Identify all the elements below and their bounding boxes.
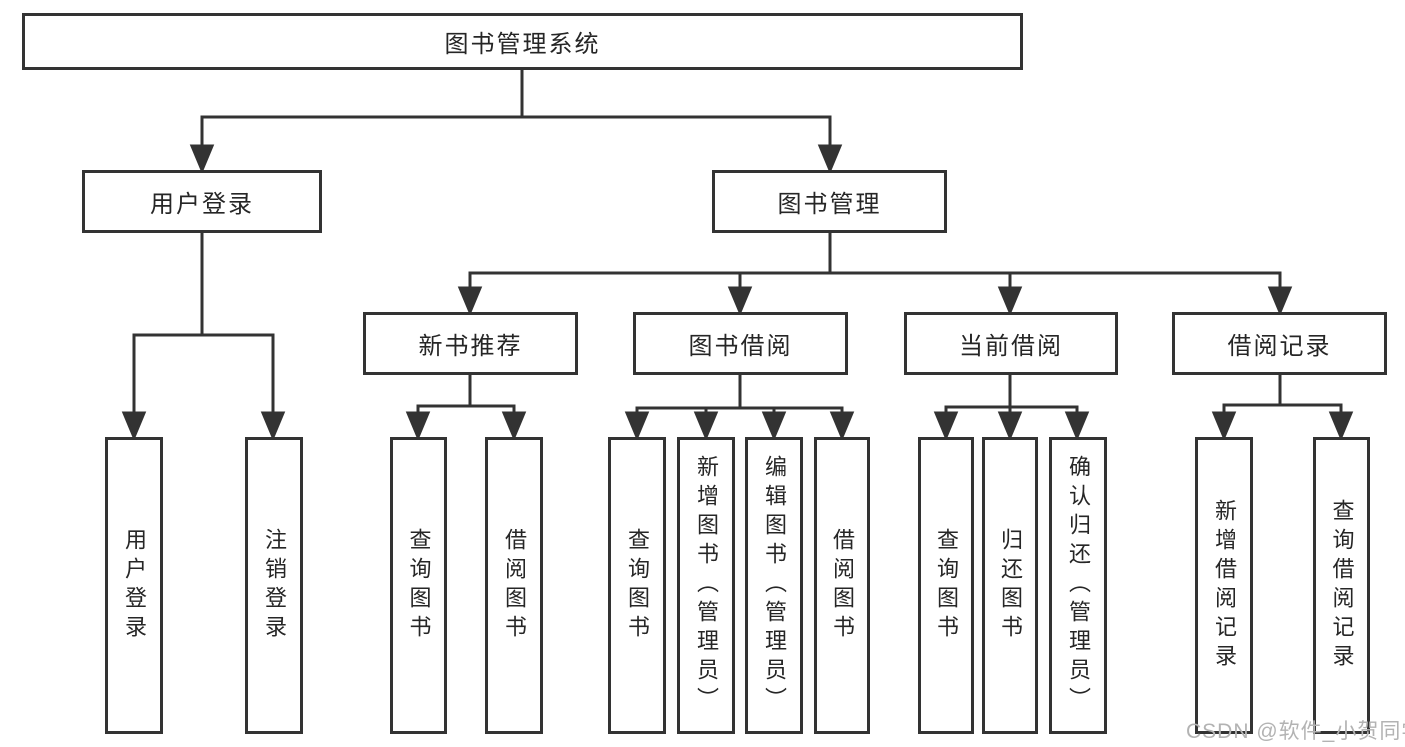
arrowhead-icon-leaf-logout — [260, 411, 286, 441]
arrowhead-icon-leaf-login — [121, 411, 147, 441]
node-new-book-rec-label: 新书推荐 — [418, 333, 523, 360]
leaf-borrow-books-2-label: 借阅图书 — [830, 527, 855, 644]
arrowhead-icon-edit-book — [761, 411, 787, 441]
node-book-mgmt-label: 图书管理 — [777, 191, 882, 218]
leaf-edit-book-admin-label: 编辑图书（管理员） — [762, 455, 787, 716]
leaf-user-login: 用户登录 — [105, 437, 163, 734]
arrowhead-icon-new-book-rec — [457, 286, 483, 316]
leaf-query-books-1-label: 查询图书 — [406, 527, 432, 644]
leaf-return-book-label: 归还图书 — [998, 527, 1023, 644]
arrowhead-icon-add-book — [693, 411, 719, 441]
node-book-borrow-label: 图书借阅 — [688, 333, 793, 360]
arrowhead-icon-query-books-2 — [624, 411, 650, 441]
node-current-borrow: 当前借阅 — [904, 312, 1118, 375]
node-user-login: 用户登录 — [82, 170, 322, 233]
leaf-user-login-label: 用户登录 — [122, 527, 147, 644]
leaf-query-books-2-label: 查询图书 — [625, 527, 650, 644]
leaf-query-books-1: 查询图书 — [390, 437, 447, 734]
leaf-borrow-books-1-label: 借阅图书 — [502, 527, 527, 644]
leaf-edit-book-admin: 编辑图书（管理员） — [745, 437, 803, 734]
leaf-add-borrow-record: 新增借阅记录 — [1195, 437, 1253, 734]
arrowhead-icon-add-record — [1211, 411, 1237, 441]
node-root-label: 图书管理系统 — [444, 31, 601, 58]
arrowhead-icon-confirm-return — [1064, 411, 1090, 441]
arrowhead-icon-book-mgmt — [817, 144, 843, 174]
arrowhead-icon-borrow-books-2 — [829, 411, 855, 441]
leaf-query-borrow-record: 查询借阅记录 — [1313, 437, 1370, 734]
leaf-confirm-return-admin-label: 确认归还（管理员） — [1066, 455, 1091, 716]
node-book-mgmt: 图书管理 — [712, 170, 947, 233]
leaf-confirm-return-admin: 确认归还（管理员） — [1049, 437, 1107, 734]
leaf-logout-label: 注销登录 — [262, 527, 287, 644]
leaf-add-book-admin-label: 新增图书（管理员） — [694, 455, 719, 716]
arrowhead-icon-query-record — [1328, 411, 1354, 441]
node-borrow-records-label: 借阅记录 — [1227, 333, 1332, 360]
leaf-logout: 注销登录 — [245, 437, 303, 734]
watermark-text: CSDN @软件_小贺同学 — [1186, 720, 1405, 743]
leaf-query-books-3: 查询图书 — [918, 437, 974, 734]
leaf-add-book-admin: 新增图书（管理员） — [677, 437, 735, 734]
node-root: 图书管理系统 — [22, 13, 1023, 70]
leaf-borrow-books-2: 借阅图书 — [814, 437, 870, 734]
arrowhead-icon-user-login — [189, 144, 215, 174]
leaf-query-books-3-label: 查询图书 — [934, 527, 959, 644]
leaf-query-books-2: 查询图书 — [608, 437, 666, 734]
leaf-query-borrow-record-label: 查询借阅记录 — [1329, 498, 1355, 673]
leaf-return-book: 归还图书 — [982, 437, 1038, 734]
arrowhead-icon-book-borrow — [727, 286, 753, 316]
arrowhead-icon-query-books-1 — [405, 411, 431, 441]
arrowhead-icon-current-borrow — [997, 286, 1023, 316]
arrowhead-icon-borrow-records — [1267, 286, 1293, 316]
node-current-borrow-label: 当前借阅 — [959, 333, 1063, 360]
node-new-book-rec: 新书推荐 — [363, 312, 578, 375]
arrowhead-icon-return-book — [997, 411, 1023, 441]
arrowhead-icon-query-books-3 — [933, 411, 959, 441]
node-borrow-records: 借阅记录 — [1172, 312, 1387, 375]
arrowhead-icon-borrow-books-1 — [501, 411, 527, 441]
leaf-add-borrow-record-label: 新增借阅记录 — [1212, 498, 1237, 673]
node-book-borrow: 图书借阅 — [633, 312, 848, 375]
leaf-borrow-books-1: 借阅图书 — [485, 437, 543, 734]
node-user-login-label: 用户登录 — [150, 191, 254, 218]
